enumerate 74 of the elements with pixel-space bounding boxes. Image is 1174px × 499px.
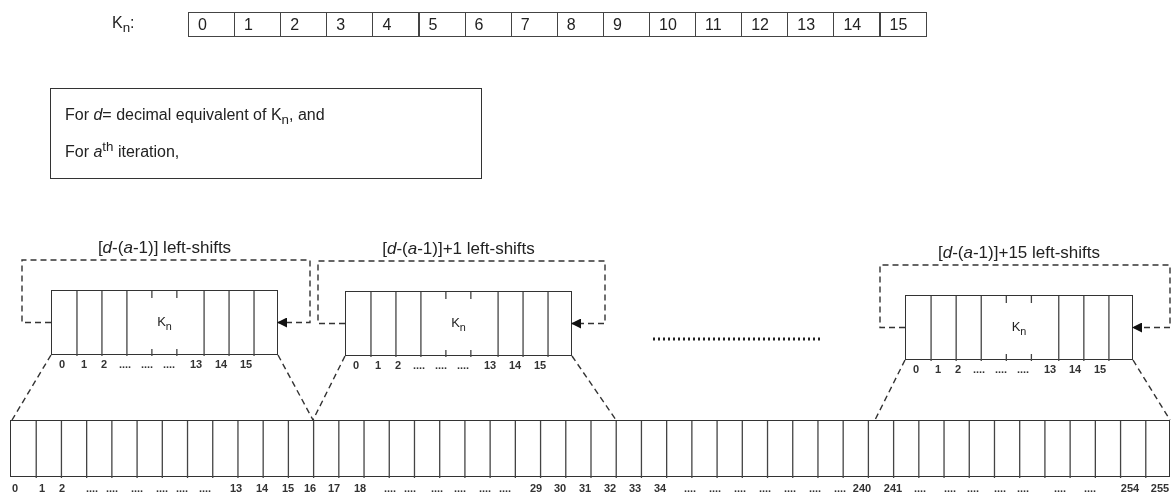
bit-index: .... — [733, 482, 747, 494]
register-label: K$_{n}$ — [157, 313, 172, 332]
note-box — [50, 88, 482, 179]
bit-index: .... — [1016, 363, 1030, 375]
register-cell: 3 — [326, 12, 374, 37]
bit-index: .... — [383, 482, 397, 494]
register-name: K$_{n}$: — [112, 14, 135, 36]
zoom-line — [312, 355, 346, 421]
bit-index: .... — [808, 482, 822, 494]
bit-index: .... — [758, 482, 772, 494]
bit-index: .... — [993, 482, 1007, 494]
bit-index: .... — [972, 363, 986, 375]
register-label: K$_{n}$ — [1011, 318, 1027, 337]
register-box — [10, 420, 1170, 477]
bit-index: .... — [1083, 482, 1097, 494]
bit-index: .... — [130, 482, 144, 494]
bit-index: .... — [708, 482, 722, 494]
bit-index: .... — [453, 482, 467, 494]
register-cell: 11 — [695, 12, 743, 37]
shift-count-label: [d-(a-1)]+1 left-shifts — [382, 239, 535, 259]
bit-index: .... — [198, 482, 212, 494]
register-label: K$_{n}$ — [451, 314, 466, 333]
bit-index: .... — [683, 482, 697, 494]
bit-index: .... — [913, 482, 927, 494]
register-cell: 8 — [556, 12, 604, 37]
register-cell: 4 — [372, 12, 420, 37]
bit-index: .... — [966, 482, 980, 494]
note-text: For a$^{th}$ iteration, — [65, 138, 181, 163]
bit-index: .... — [783, 482, 797, 494]
feedback-arrow — [21, 259, 311, 328]
bit-index: .... — [105, 482, 119, 494]
zoom-line — [277, 354, 314, 421]
bit-index: .... — [943, 482, 957, 494]
register-cell: 6 — [464, 12, 512, 37]
register-cell: 15 — [879, 12, 927, 37]
register-cell: 12 — [741, 12, 789, 37]
register-cell: 13 — [787, 12, 835, 37]
register-cell: 9 — [602, 12, 650, 37]
bit-index: .... — [1053, 482, 1067, 494]
register-cell: 10 — [649, 12, 696, 37]
bit-index: .... — [175, 482, 189, 494]
bit-index: .... — [434, 359, 448, 371]
bit-index: .... — [456, 359, 470, 371]
shift-count-label: [d-(a-1)]+15 left-shifts — [937, 243, 1101, 263]
feedback-arrow — [317, 260, 606, 329]
bit-index: .... — [85, 482, 99, 494]
register-cell: 5 — [418, 12, 466, 37]
bit-index: .... — [1016, 482, 1030, 494]
bit-index: .... — [478, 482, 492, 494]
bit-index: .... — [833, 482, 847, 494]
bit-index: .... — [140, 358, 154, 370]
bit-index: .... — [430, 482, 444, 494]
shift-count-label: [d-(a-1)] left-shifts — [97, 238, 232, 258]
feedback-arrow — [879, 264, 1171, 333]
bit-index: .... — [412, 359, 426, 371]
bit-index: .... — [403, 482, 417, 494]
zoom-line — [11, 354, 52, 421]
bit-index: .... — [498, 482, 512, 494]
register-cell: 0 — [188, 12, 235, 37]
bit-index: 0 — [58, 358, 66, 370]
register-cell: 14 — [833, 12, 881, 37]
register-cell: 2 — [280, 12, 328, 37]
bit-index: .... — [155, 482, 169, 494]
bit-index: 0 — [352, 359, 360, 371]
bit-index: .... — [994, 363, 1008, 375]
bit-index: .... — [162, 358, 176, 370]
zoom-line — [874, 359, 906, 421]
bit-index: 0 — [912, 363, 920, 375]
bit-index: .... — [118, 358, 132, 370]
register-cell: 1 — [234, 12, 282, 37]
note-text: For d= decimal equivalent of K$_{n}$, and — [65, 105, 326, 130]
zoom-line — [1132, 359, 1171, 421]
zoom-line — [571, 355, 617, 421]
register-cell: 7 — [510, 12, 558, 37]
